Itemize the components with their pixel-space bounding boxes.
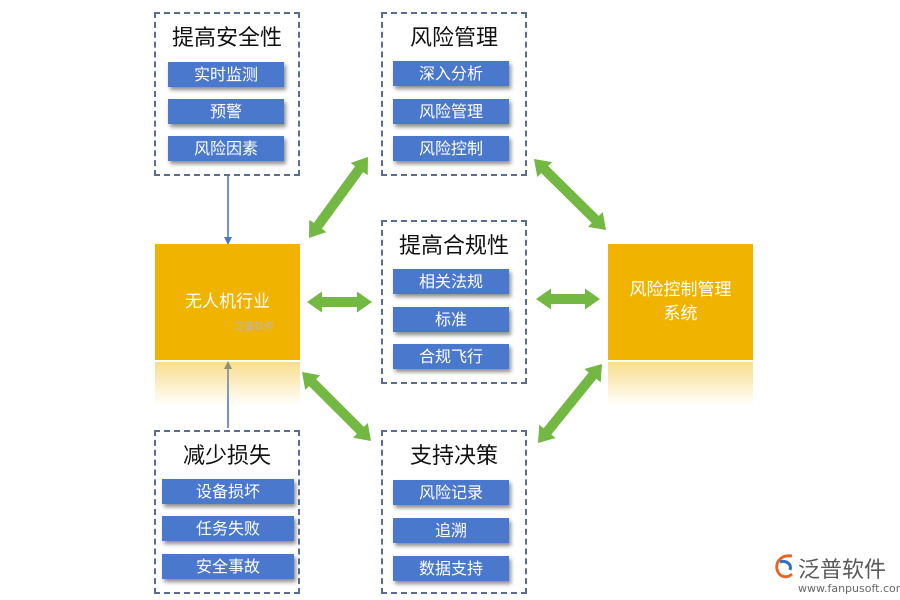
item-data-support: 数据支持: [393, 556, 509, 581]
group-title-decision: 支持决策: [409, 444, 498, 469]
group-title-risk: 风险管理: [409, 26, 498, 51]
hub-risk-control-system-reflection: [608, 362, 753, 406]
item-risk-control: 风险控制: [393, 136, 509, 161]
arrow-industry-decision: [302, 372, 371, 441]
item-risk-records: 风险记录: [393, 480, 509, 505]
group-reduce-loss: 减少损失 设备损坏 任务失败 安全事故: [154, 430, 300, 594]
item-deep-analysis: 深入分析: [393, 61, 509, 86]
item-equipment-damage: 设备损坏: [162, 479, 294, 504]
arrow-compliance-system: [536, 288, 600, 310]
item-standards: 标准: [393, 307, 509, 332]
brand-name: 泛普软件: [798, 558, 887, 583]
hub-drone-industry: 无人机行业: [155, 244, 300, 360]
watermark-text: 泛普软件: [234, 322, 274, 333]
group-support-decision: 支持决策 风险记录 追溯 数据支持: [381, 430, 527, 594]
arrow-risk-system: [534, 159, 606, 230]
hub-drone-industry-reflection: [155, 362, 300, 406]
group-title-safety: 提高安全性: [171, 26, 282, 51]
group-risk-management: 风险管理 深入分析 风险管理 风险控制: [381, 12, 527, 176]
brand-url: www.fanpusoft.com: [798, 582, 900, 595]
item-risk-management: 风险管理: [393, 99, 509, 124]
item-realtime-monitoring: 实时监测: [168, 62, 284, 87]
group-title-loss: 减少损失: [182, 444, 271, 469]
group-improve-safety: 提高安全性 实时监测 预警 风险因素: [154, 12, 300, 176]
item-traceability: 追溯: [393, 518, 509, 543]
hub-system-line1: 风险控制管理: [629, 280, 732, 300]
item-compliant-flight: 合规飞行: [393, 344, 509, 369]
arrow-industry-risk: [309, 157, 368, 238]
arrow-industry-compliance: [307, 291, 372, 313]
item-regulations: 相关法规: [393, 269, 509, 294]
hub-drone-industry-label: 无人机行业: [185, 292, 270, 312]
brand-swirl-icon: [775, 554, 794, 579]
arrow-decision-system: [538, 364, 602, 443]
group-improve-compliance: 提高合规性 相关法规 标准 合规飞行: [381, 220, 527, 384]
item-early-warning: 预警: [168, 99, 284, 124]
item-safety-accident: 安全事故: [162, 554, 294, 579]
item-risk-factors: 风险因素: [168, 136, 284, 161]
brand-logo: 泛普软件 www.fanpusoft.com: [772, 550, 900, 600]
hub-system-line2: 系统: [663, 304, 698, 324]
group-title-compliance: 提高合规性: [398, 234, 509, 259]
hub-risk-control-system: 风险控制管理 系统: [608, 244, 753, 360]
item-mission-failure: 任务失败: [162, 516, 294, 541]
